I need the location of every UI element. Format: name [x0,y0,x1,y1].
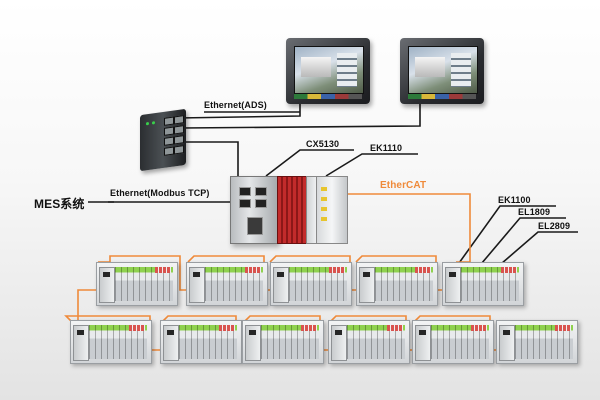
ethercat-row2-link-1 [64,315,162,351]
io-node-r2-4 [328,320,410,364]
cx5130-label: CX5130 [306,139,340,149]
ethercat-trunk [344,193,471,263]
io-terminal-node-icon [245,325,261,361]
io-node-r1-1 [96,262,178,306]
el2809-label: EL2809 [538,221,571,231]
io-terminal-node-icon [331,325,347,361]
ek1110-label: EK1110 [370,143,403,153]
io-node-r2-6 [496,320,578,364]
io-node-r2-2 [160,320,242,364]
io-node-r1-5-ek1100 [442,262,524,306]
touch-panel-icon [294,46,364,94]
io-node-r2-5 [412,320,494,364]
io-terminal-node-icon [163,325,179,361]
io-node-r2-1 [70,320,152,364]
io-node-r1-4 [356,262,438,306]
io-terminal-node-icon [99,267,115,303]
el2809-leader [493,231,578,271]
ads-cable-hmi-2 [181,104,421,129]
ek1110-leader [325,153,418,177]
ethernet-ads-label: Ethernet(ADS) [204,100,267,110]
hmi-panel-2 [400,38,484,104]
io-terminal-node-icon [73,325,89,361]
ethernet-modbus-label: Ethernet(Modbus TCP) [110,188,210,198]
io-node-r1-2 [186,262,268,306]
ads-cable-hmi-1 [177,104,301,119]
hmi-panel-1 [286,38,370,104]
controller-power-module [277,176,307,244]
el1809-leader [475,217,566,271]
cx5130-leader [265,149,354,177]
io-terminal-node-icon [445,267,461,303]
io-terminal-node-icon [273,267,289,303]
mes-system-label: MES系统 [34,197,85,211]
ek1110-module [316,176,348,244]
switch-to-controller-cable [182,141,239,186]
ethernet-cables [88,104,578,271]
ek1100-label: EK1100 [498,195,531,205]
embedded-pc-icon [230,176,278,244]
io-node-r1-3 [270,262,352,306]
network-switch-icon [140,108,186,172]
ethercat-label: EtherCAT [380,180,427,191]
touch-panel-icon [408,46,478,94]
io-terminal-node-icon [499,325,515,361]
io-terminal-node-icon [189,267,205,303]
io-terminal-node-icon [359,267,375,303]
ethercat-row1-link-3 [269,255,356,291]
ethercat-row1-link-4 [355,255,442,291]
io-terminal-node-icon [415,325,431,361]
el1809-label: EL1809 [518,207,551,217]
io-node-r2-3 [242,320,324,364]
